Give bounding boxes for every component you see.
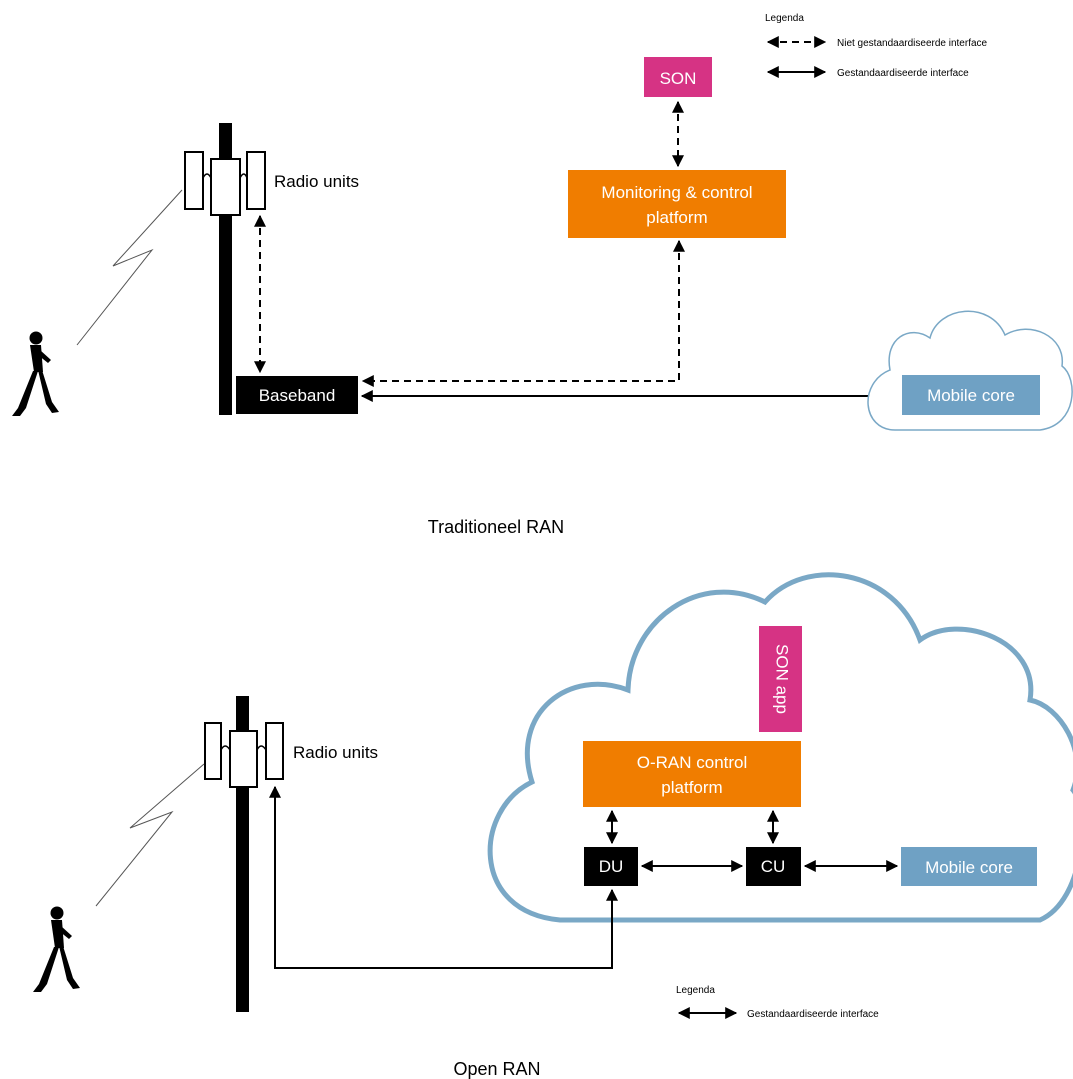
radio-units-label-top: Radio units [274, 172, 359, 191]
lightning-signal-icon [76, 189, 183, 346]
oran-label-line1: O-RAN control [637, 753, 748, 772]
legend-solid-label: Gestandaardiseerde interface [837, 68, 969, 79]
lightning-signal-icon [95, 763, 205, 907]
caption-traditioneel-ran: Traditioneel RAN [428, 517, 564, 537]
walking-person-icon [12, 331, 59, 416]
mobile-core-box-bottom: Mobile core [901, 847, 1037, 886]
oran-control-platform: O-RAN control platform [583, 741, 801, 807]
monitoring-label-line2: platform [646, 208, 707, 227]
baseband-label: Baseband [259, 386, 336, 405]
legend-top: Legenda Niet gestandaardiseerde interfac… [765, 13, 988, 79]
caption-open-ran: Open RAN [453, 1059, 540, 1079]
du-box: DU [584, 847, 638, 886]
mobile-core-label-top: Mobile core [927, 386, 1015, 405]
du-label: DU [599, 857, 624, 876]
cu-box: CU [746, 847, 801, 886]
radio-units-label-bottom: Radio units [293, 743, 378, 762]
legend-solid-label-bottom: Gestandaardiseerde interface [747, 1009, 879, 1020]
mobile-core-label-bottom: Mobile core [925, 858, 1013, 877]
son-app-box: SON app [759, 626, 802, 732]
son-app-label: SON app [773, 644, 792, 714]
monitoring-label-line1: Monitoring & control [601, 183, 752, 202]
legend-bottom: Legenda Gestandaardiseerde interface [676, 985, 879, 1020]
cell-tower-icon [184, 123, 266, 415]
walking-person-icon [33, 906, 80, 992]
legend-title-bottom: Legenda [676, 985, 715, 996]
legend-title: Legenda [765, 13, 804, 24]
monitoring-baseband-dashed-link [361, 239, 685, 387]
mobile-core-box-top: Mobile core [902, 375, 1040, 415]
radio-du-link [269, 785, 618, 969]
cell-tower-icon [204, 696, 284, 1012]
monitoring-control-platform: Monitoring & control platform [568, 170, 786, 238]
legend-dashed-label: Niet gestandaardiseerde interface [837, 38, 988, 49]
son-box: SON [644, 57, 712, 97]
son-label: SON [660, 69, 697, 88]
cu-label: CU [761, 857, 786, 876]
oran-label-line2: platform [661, 778, 722, 797]
baseband-box: Baseband [236, 376, 358, 414]
